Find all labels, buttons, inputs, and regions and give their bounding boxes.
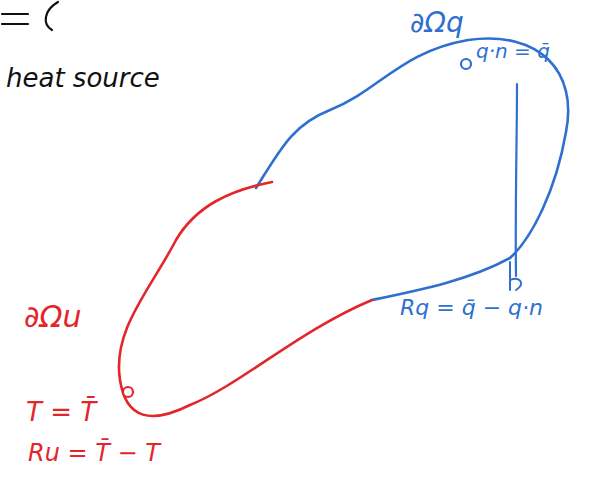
source-label: heat source bbox=[6, 64, 160, 93]
boundary-name: ∂Ωu bbox=[24, 300, 81, 333]
point-marker bbox=[123, 387, 133, 397]
temperature-boundary bbox=[119, 182, 372, 416]
boundary-name: ∂Ωq bbox=[410, 8, 464, 39]
boundary-condition: q·n = q̄ bbox=[476, 40, 550, 62]
residual-label: Rq = q̄ − q·n bbox=[400, 296, 543, 320]
residual-label: Ru = T̄ − T bbox=[28, 440, 160, 466]
boundary-condition: T = T̄ bbox=[26, 398, 96, 427]
blue-mark bbox=[510, 262, 521, 290]
blue-stroke bbox=[516, 84, 517, 276]
partial-formula bbox=[2, 2, 58, 30]
point-marker bbox=[461, 59, 471, 69]
flux-boundary bbox=[256, 39, 568, 300]
